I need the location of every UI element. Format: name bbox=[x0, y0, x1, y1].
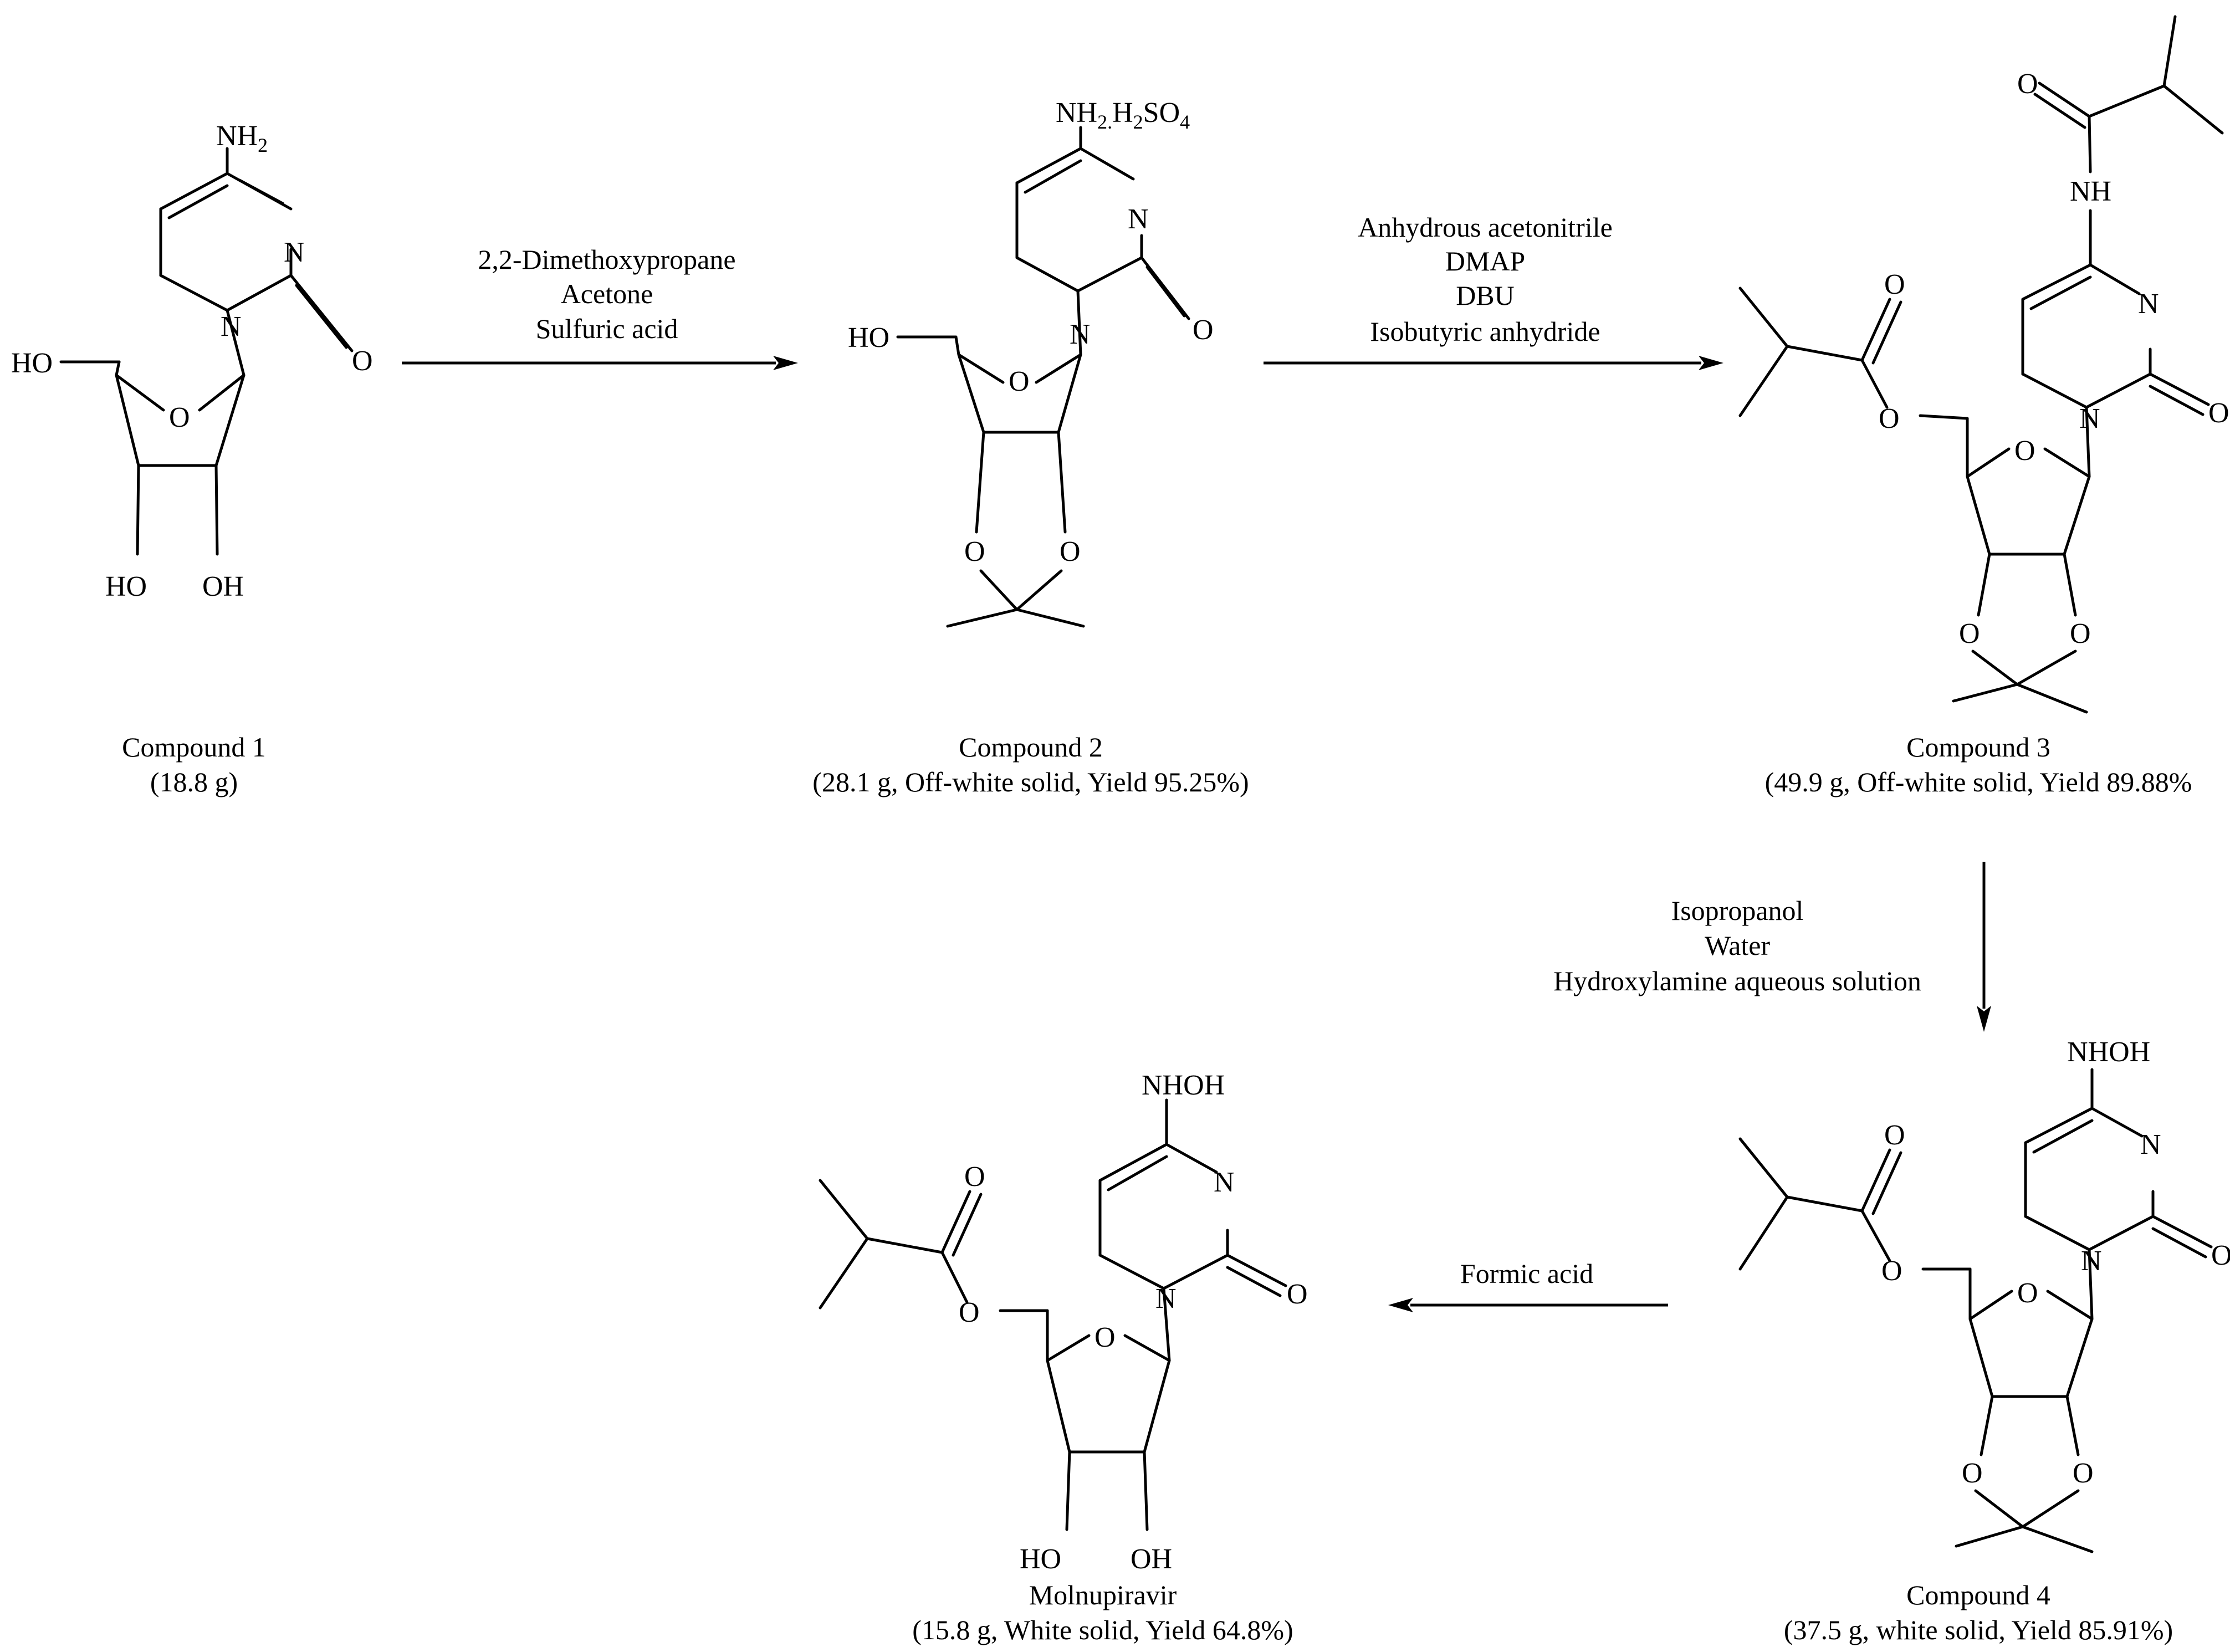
arrow-step-3-head bbox=[1977, 1006, 1991, 1032]
atom-labels: NH2 N O N O HO HO OH NH2.H2SO4 N O N O H… bbox=[11, 68, 2230, 1575]
c4-o-right: O bbox=[2073, 1457, 2094, 1489]
molnupiravir-caption: Molnupiravir (15.8 g, White solid, Yield… bbox=[912, 1579, 1293, 1645]
c1-ring-o: O bbox=[169, 402, 190, 433]
compound-4-name: Compound 4 bbox=[1906, 1579, 2050, 1610]
arrow-step-4-head bbox=[1388, 1298, 1413, 1312]
step-1-reagent-1: 2,2-Dimethoxypropane bbox=[478, 244, 735, 275]
step-3-reagent-3: Hydroxylamine aqueous solution bbox=[1553, 965, 1921, 996]
c1-oh2: OH bbox=[202, 571, 244, 602]
c3-ring-o: O bbox=[2014, 435, 2035, 467]
reaction-arrows bbox=[402, 356, 1991, 1312]
c1-ho5: HO bbox=[11, 347, 53, 379]
c4-ring-o: O bbox=[2017, 1277, 2038, 1309]
step-3-reagents: Isopropanol Water Hydroxylamine aqueous … bbox=[1553, 895, 1921, 996]
c3-nh: NH bbox=[2070, 176, 2111, 207]
c4-carbonyl-o: O bbox=[1884, 1119, 1905, 1151]
step-2-reagent-4: Isobutyric anhydride bbox=[1370, 316, 1600, 347]
c4-ester-o: O bbox=[1881, 1255, 1902, 1287]
mol-n3: N bbox=[1214, 1167, 1235, 1198]
arrow-step-1-head bbox=[773, 356, 798, 370]
compound-2-structure bbox=[896, 126, 1190, 628]
mol-n1: N bbox=[1155, 1283, 1177, 1315]
c4-n3: N bbox=[2140, 1129, 2161, 1160]
compound-4-caption: Compound 4 (37.5 g, white solid, Yield 8… bbox=[1784, 1579, 2173, 1645]
c3-o2: O bbox=[2208, 397, 2229, 429]
c2-o-right: O bbox=[1060, 536, 1081, 567]
c3-o-right: O bbox=[2070, 618, 2091, 649]
c2-n1: N bbox=[1070, 319, 1091, 350]
compound-2-caption: Compound 2 (28.1 g, Off-white solid, Yie… bbox=[812, 732, 1249, 797]
c2-nh2-salt: NH2.H2SO4 bbox=[1056, 97, 1190, 133]
c3-carbonyl-o: O bbox=[1884, 269, 1905, 300]
step-3-reagent-2: Water bbox=[1705, 930, 1770, 961]
compound-3-structure bbox=[1738, 15, 2224, 714]
step-1-reagent-3: Sulfuric acid bbox=[536, 313, 678, 344]
compound-1-structure bbox=[59, 147, 354, 556]
mol-o2: O bbox=[1287, 1278, 1308, 1310]
c2-o-left: O bbox=[964, 536, 985, 567]
c1-nh2: NH2 bbox=[216, 120, 268, 156]
c4-nhoh: NHOH bbox=[2067, 1036, 2150, 1068]
compound-3-detail: (49.9 g, Off-white solid, Yield 89.88% bbox=[1765, 766, 2192, 797]
step-2-reagent-2: DMAP bbox=[1445, 246, 1525, 277]
compound-1-detail: (18.8 g) bbox=[150, 766, 238, 797]
c1-ho3: HO bbox=[105, 571, 147, 602]
c3-ester-o: O bbox=[1879, 403, 1900, 434]
step-2-reagent-3: DBU bbox=[1456, 280, 1515, 311]
c2-n3: N bbox=[1128, 203, 1149, 235]
c3-n1: N bbox=[2079, 403, 2100, 434]
compound-1-caption: Compound 1 (18.8 g) bbox=[122, 732, 266, 797]
c4-n1: N bbox=[2081, 1245, 2102, 1277]
compound-1-name: Compound 1 bbox=[122, 732, 266, 763]
compound-4-detail: (37.5 g, white solid, Yield 85.91%) bbox=[1784, 1614, 2173, 1645]
mol-ho3: HO bbox=[1020, 1543, 1061, 1575]
mol-oh2: OH bbox=[1131, 1543, 1172, 1575]
compound-3-caption: Compound 3 (49.9 g, Off-white solid, Yie… bbox=[1765, 732, 2192, 797]
c2-o2: O bbox=[1193, 314, 1214, 346]
c2-ho5: HO bbox=[848, 322, 889, 354]
molnupiravir-detail: (15.8 g, White solid, Yield 64.8%) bbox=[912, 1614, 1293, 1645]
arrow-step-2-head bbox=[1699, 356, 1723, 370]
step-2-reagent-1: Anhydrous acetonitrile bbox=[1358, 212, 1613, 243]
step-4-reagent-1: Formic acid bbox=[1460, 1258, 1593, 1289]
step-2-reagents: Anhydrous acetonitrile DMAP DBU Isobutyr… bbox=[1358, 212, 1613, 347]
compound-2-detail: (28.1 g, Off-white solid, Yield 95.25%) bbox=[812, 766, 1249, 797]
mol-carbonyl-o: O bbox=[964, 1161, 985, 1193]
c3-n3: N bbox=[2138, 288, 2159, 320]
c1-n3: N bbox=[284, 237, 305, 268]
mol-nhoh: NHOH bbox=[1142, 1070, 1225, 1101]
c1-o2: O bbox=[352, 345, 373, 377]
compound-3-name: Compound 3 bbox=[1906, 732, 2050, 763]
c1-n1: N bbox=[221, 311, 242, 342]
mol-ester-o: O bbox=[959, 1297, 980, 1328]
step-4-reagents: Formic acid bbox=[1460, 1258, 1593, 1289]
step-1-reagents: 2,2-Dimethoxypropane Acetone Sulfuric ac… bbox=[478, 244, 735, 344]
molnupiravir-structure bbox=[819, 1098, 1287, 1531]
step-3-reagent-1: Isopropanol bbox=[1671, 895, 1804, 926]
compound-4-structure bbox=[1738, 1068, 2213, 1553]
c3-amide-o: O bbox=[2017, 68, 2038, 100]
mol-ring-o: O bbox=[1094, 1322, 1116, 1353]
c4-o-left: O bbox=[1962, 1457, 1983, 1489]
c3-o-left: O bbox=[1959, 618, 1980, 649]
step-1-reagent-2: Acetone bbox=[561, 278, 653, 309]
compound-2-name: Compound 2 bbox=[959, 732, 1103, 763]
c4-o2: O bbox=[2211, 1240, 2230, 1271]
c2-ring-o: O bbox=[1009, 366, 1030, 397]
molnupiravir-name: Molnupiravir bbox=[1029, 1579, 1177, 1610]
